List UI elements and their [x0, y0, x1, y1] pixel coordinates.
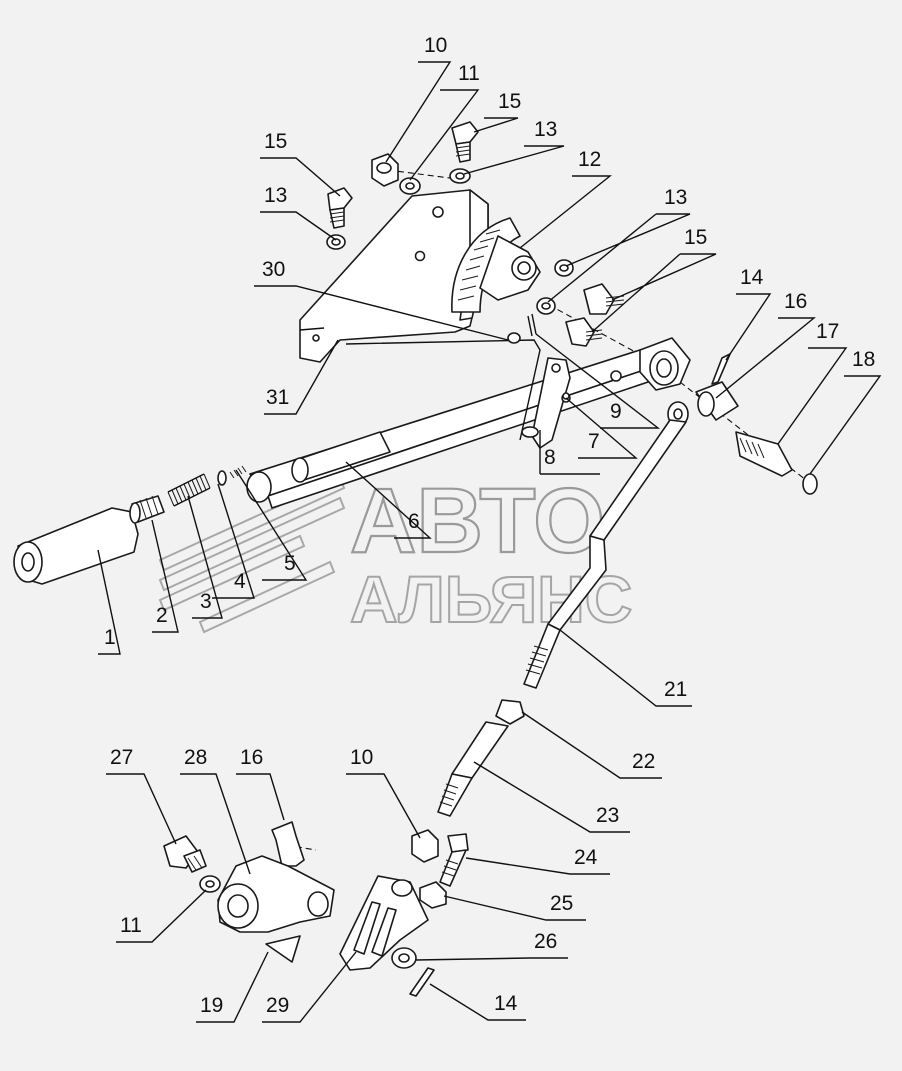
- callout-14-bottom: 14: [494, 992, 518, 1015]
- pull-rod: [437, 401, 689, 817]
- clevis: [339, 875, 429, 971]
- callout-13-right: 13: [664, 186, 687, 209]
- callout-5: 5: [284, 552, 296, 575]
- callout-4: 4: [234, 570, 246, 593]
- callout-11-bottom: 11: [120, 914, 142, 937]
- callout-15-left: 15: [264, 130, 287, 153]
- callout-8: 8: [544, 446, 556, 469]
- top-fasteners: [326, 121, 625, 400]
- handle-group: [13, 465, 247, 585]
- callout-13-top: 13: [534, 118, 557, 141]
- callout-16-bottom: 16: [240, 746, 263, 769]
- callout-29: 29: [266, 994, 289, 1017]
- callout-9: 9: [610, 400, 622, 423]
- pivot-pin-group: [695, 353, 818, 495]
- callout-16-top: 16: [784, 290, 807, 313]
- callout-13-left: 13: [264, 184, 287, 207]
- hand-lever: [246, 337, 691, 509]
- callout-12: 12: [578, 148, 601, 171]
- callout-25: 25: [550, 892, 573, 915]
- callout-31: 31: [266, 386, 289, 409]
- callout-19: 19: [200, 994, 223, 1017]
- lower-bracket: [163, 821, 335, 963]
- callout-17: 17: [816, 320, 839, 343]
- callout-labels: 1 2 3 4 5 6 7 8 9 10 11 15 13 15 13 12 1…: [104, 34, 875, 1017]
- toothed-sector: [451, 217, 541, 313]
- callout-23: 23: [596, 804, 619, 827]
- callout-1: 1: [104, 626, 116, 649]
- callout-2: 2: [156, 604, 168, 627]
- lower-fasteners: [391, 829, 469, 997]
- leader-lines: [97, 61, 882, 1023]
- callout-6: 6: [408, 510, 420, 533]
- callout-18: 18: [852, 348, 875, 371]
- callout-10-top: 10: [424, 34, 447, 57]
- callout-28: 28: [184, 746, 207, 769]
- callout-21: 21: [664, 678, 687, 701]
- callout-22: 22: [632, 750, 655, 773]
- watermark: АВТО АЛЬЯНС: [158, 469, 633, 637]
- watermark-line1: АВТО: [350, 470, 605, 572]
- callout-7: 7: [588, 430, 600, 453]
- callout-10-bottom: 10: [350, 746, 373, 769]
- watermark-logo: [158, 476, 346, 634]
- callout-14-top: 14: [740, 266, 764, 289]
- callout-27: 27: [110, 746, 133, 769]
- callout-3: 3: [200, 590, 212, 613]
- callout-15-right: 15: [684, 226, 707, 249]
- callout-26: 26: [534, 930, 557, 953]
- callout-15-top: 15: [498, 90, 521, 113]
- callout-24: 24: [574, 846, 598, 869]
- callout-11-top: 11: [458, 62, 480, 85]
- callout-30: 30: [262, 258, 285, 281]
